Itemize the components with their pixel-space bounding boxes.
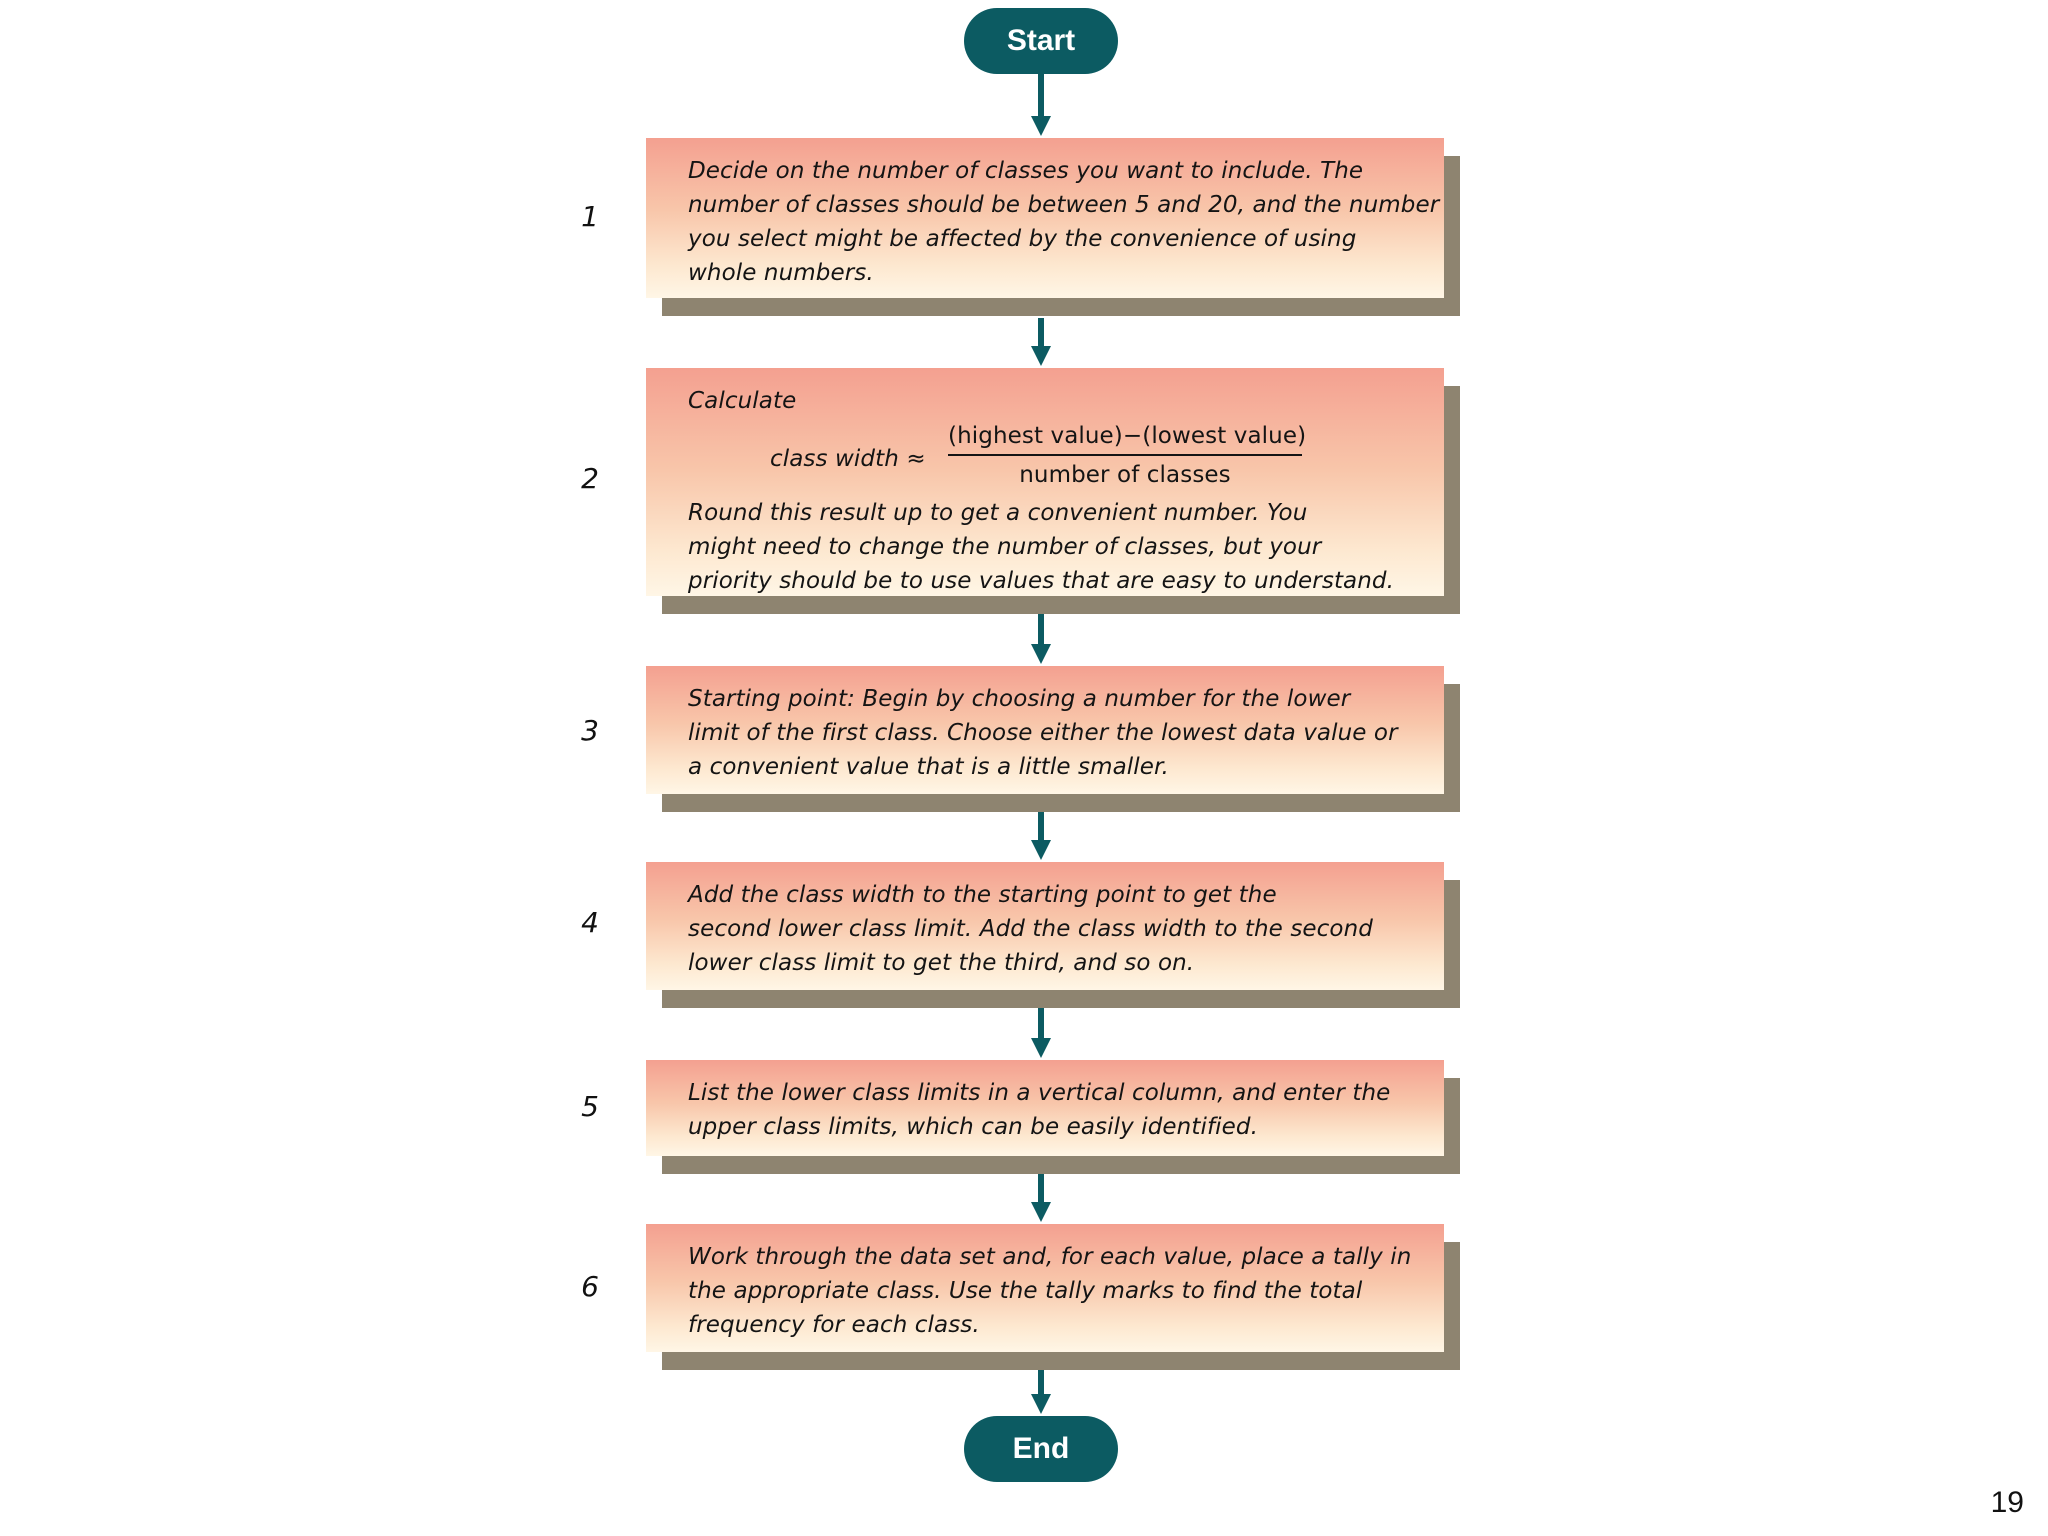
step-6-number: 6 bbox=[581, 1270, 599, 1303]
formula-denominator: number of classes bbox=[1019, 462, 1231, 488]
step-4-line-2: second lower class limit. Add the class … bbox=[688, 916, 1373, 942]
step-1-number: 1 bbox=[581, 200, 599, 233]
step-4-box: Add the class width to the starting poin… bbox=[646, 862, 1444, 990]
step-4-line-1: Add the class width to the starting poin… bbox=[688, 882, 1277, 908]
formula-lhs: class width ≈ bbox=[770, 446, 926, 472]
step-1-line-3: you select might be affected by the conv… bbox=[688, 226, 1357, 252]
step-6-line-3: frequency for each class. bbox=[688, 1312, 980, 1338]
start-terminal: Start bbox=[964, 8, 1118, 74]
end-terminal: End bbox=[964, 1416, 1118, 1482]
step-2-line-2: might need to change the number of class… bbox=[688, 534, 1322, 560]
class-width-formula: class width ≈ (highest value)−(lowest va… bbox=[688, 418, 1426, 496]
step-5-box: List the lower class limits in a vertica… bbox=[646, 1060, 1444, 1156]
step-3-line-2: limit of the first class. Choose either … bbox=[688, 720, 1398, 746]
step-5-number: 5 bbox=[581, 1090, 599, 1123]
step-1-box: Decide on the number of classes you want… bbox=[646, 138, 1444, 298]
step-6-box: Work through the data set and, for each … bbox=[646, 1224, 1444, 1352]
step-3-box: Starting point: Begin by choosing a numb… bbox=[646, 666, 1444, 794]
connector-arrowhead-6 bbox=[1031, 1202, 1051, 1222]
step-2-line-1: Round this result up to get a convenient… bbox=[688, 500, 1308, 526]
step-2-intro: Calculate bbox=[688, 388, 797, 414]
step-5-line-1: List the lower class limits in a vertica… bbox=[688, 1080, 1391, 1106]
connector-arrowhead-4 bbox=[1031, 840, 1051, 860]
step-3-line-3: a convenient value that is a little smal… bbox=[688, 754, 1169, 780]
step-4-line-3: lower class limit to get the third, and … bbox=[688, 950, 1195, 976]
connector-arrowhead-5 bbox=[1031, 1038, 1051, 1058]
step-1-line-4: whole numbers. bbox=[688, 260, 874, 286]
page-number: 19 bbox=[1990, 1486, 2024, 1519]
step-4-number: 4 bbox=[581, 906, 599, 939]
connector-arrowhead-1 bbox=[1031, 116, 1051, 136]
start-label: Start bbox=[1006, 24, 1076, 57]
step-6-line-2: the appropriate class. Use the tally mar… bbox=[688, 1278, 1363, 1304]
step-3-number: 3 bbox=[581, 714, 599, 747]
step-3-line-1: Starting point: Begin by choosing a numb… bbox=[688, 686, 1351, 712]
connector-arrowhead-2 bbox=[1031, 346, 1051, 366]
step-1-line-2: number of classes should be between 5 an… bbox=[688, 192, 1440, 218]
step-1-line-1: Decide on the number of classes you want… bbox=[688, 158, 1364, 184]
connector-arrowhead-3 bbox=[1031, 644, 1051, 664]
step-2-line-3: priority should be to use values that ar… bbox=[688, 568, 1395, 594]
step-6-line-1: Work through the data set and, for each … bbox=[688, 1244, 1412, 1270]
formula-fraction: (highest value)−(lowest value) number of… bbox=[948, 418, 1306, 494]
end-label: End bbox=[1012, 1432, 1070, 1465]
step-5-line-2: upper class limits, which can be easily … bbox=[688, 1114, 1259, 1140]
formula-numerator: (highest value)−(lowest value) bbox=[948, 418, 1306, 456]
connector-arrowhead-7 bbox=[1031, 1394, 1051, 1414]
step-2-number: 2 bbox=[581, 462, 599, 495]
step-2-box: Calculate class width ≈ (highest value)−… bbox=[646, 368, 1444, 596]
